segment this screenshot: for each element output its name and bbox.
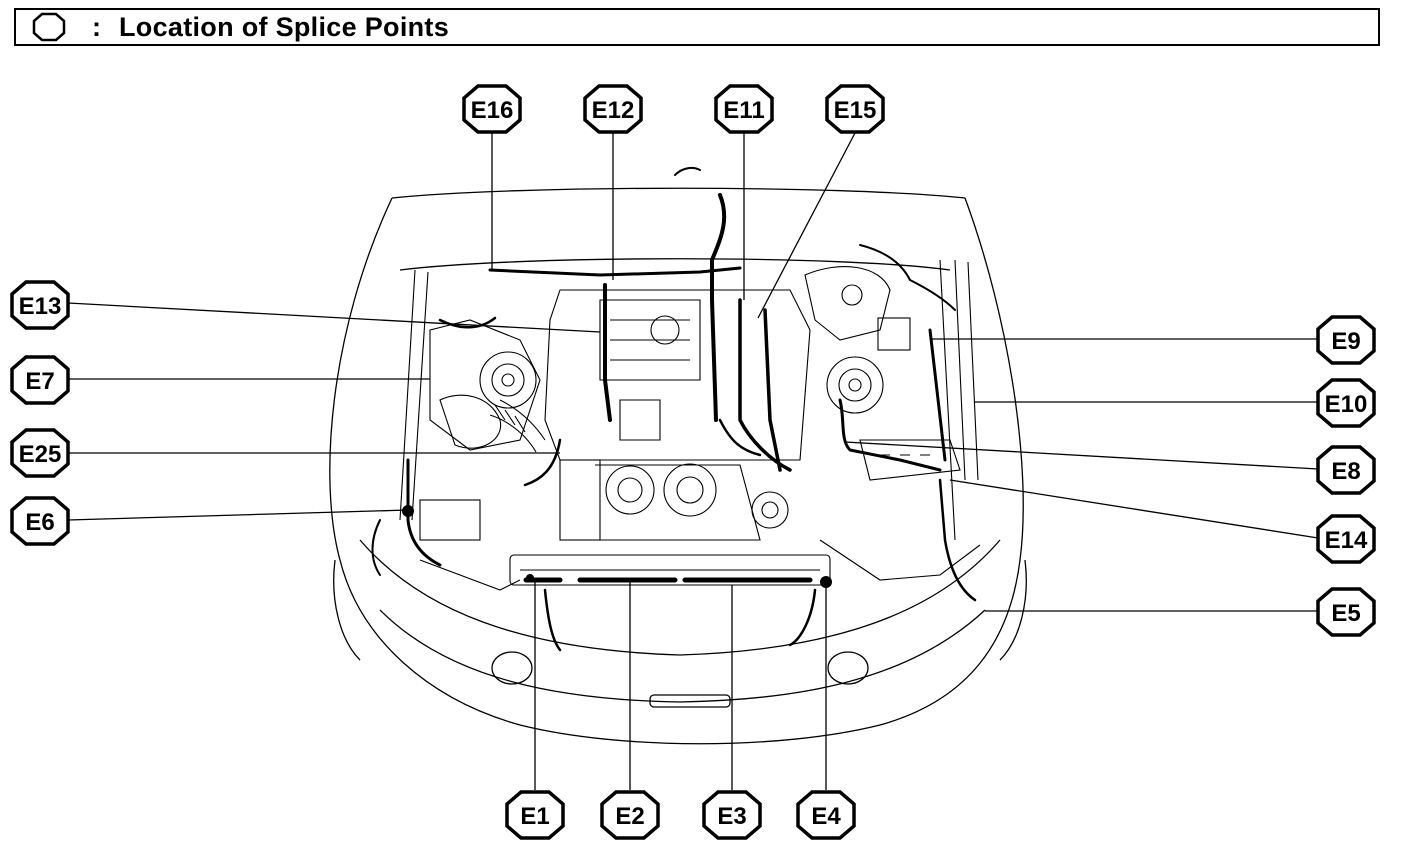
- svg-text:E3: E3: [717, 803, 746, 830]
- svg-text:E16: E16: [471, 97, 514, 124]
- car-body-outline: [329, 187, 1027, 745]
- svg-text:E15: E15: [834, 97, 877, 124]
- leader-lines: [67, 132, 1319, 790]
- page-title: Location of Splice Points: [119, 11, 450, 42]
- svg-text:E11: E11: [723, 97, 764, 124]
- svg-text:E12: E12: [592, 97, 635, 124]
- label-e6: E6: [10, 496, 70, 546]
- label-e8: E8: [1316, 445, 1376, 495]
- label-e9: E9: [1316, 315, 1376, 365]
- svg-text:E8: E8: [1331, 458, 1360, 485]
- svg-text:E2: E2: [615, 803, 644, 830]
- label-e5: E5: [1316, 587, 1376, 637]
- svg-text:E6: E6: [25, 509, 54, 536]
- svg-text:E10: E10: [1325, 391, 1368, 418]
- svg-text:E9: E9: [1331, 328, 1360, 355]
- label-e4: E4: [796, 790, 856, 840]
- svg-text:E1: E1: [520, 803, 549, 830]
- engine-components: [399, 259, 981, 591]
- label-e13: E13: [10, 280, 70, 330]
- svg-text:E13: E13: [19, 293, 62, 320]
- splice-point-octagon-icon: [32, 12, 66, 42]
- label-e25: E25: [10, 428, 70, 478]
- svg-text:E7: E7: [25, 368, 54, 395]
- label-e3: E3: [702, 790, 762, 840]
- label-e1: E1: [505, 790, 565, 840]
- svg-text:E14: E14: [1325, 527, 1368, 554]
- header-colon: :: [92, 11, 101, 42]
- header-bar: : Location of Splice Points: [14, 8, 1380, 46]
- svg-text:E25: E25: [19, 441, 62, 468]
- label-e12: E12: [583, 84, 643, 134]
- label-e16: E16: [462, 84, 522, 134]
- svg-text:E5: E5: [1331, 600, 1360, 627]
- wire-harness: [371, 166, 977, 652]
- svg-text:E4: E4: [811, 803, 841, 830]
- label-e2: E2: [600, 790, 660, 840]
- label-e14: E14: [1316, 514, 1376, 564]
- label-e15: E15: [825, 84, 885, 134]
- label-e7: E7: [10, 355, 70, 405]
- label-e11: E11: [714, 84, 774, 134]
- label-e10: E10: [1316, 378, 1376, 428]
